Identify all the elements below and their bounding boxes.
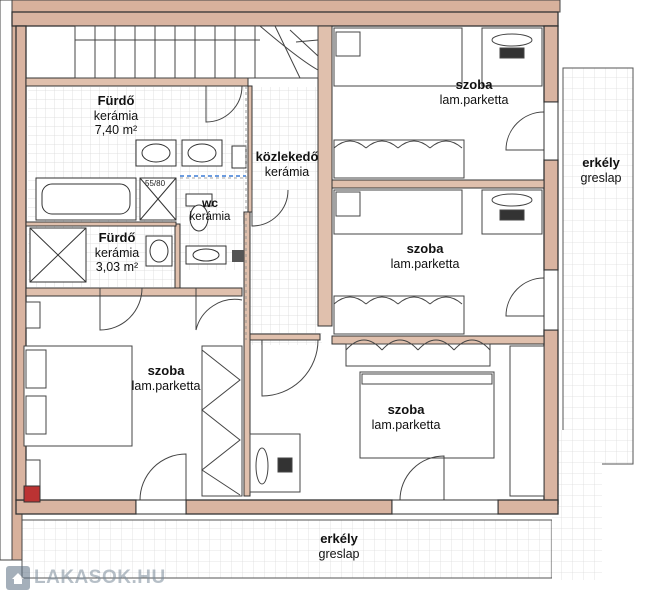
room-name: szoba — [406, 241, 444, 256]
room-label-bathroom1: Fürdő kerámia 7,40 m² — [93, 93, 139, 138]
room-label-balcony-east: erkély greslap — [580, 155, 622, 185]
room-surface: lam.parketta — [131, 378, 201, 393]
room-label-balcony-south: erkély greslap — [318, 531, 360, 561]
room-name: szoba — [387, 402, 425, 417]
sink-icon — [135, 139, 223, 167]
walls — [11, 11, 559, 515]
bed-icon — [333, 27, 465, 179]
wardrobe-icon — [201, 345, 243, 497]
bed-icon — [23, 301, 133, 487]
corridor-floor — [246, 87, 322, 345]
staircase — [74, 25, 319, 79]
room-name: Fürdő — [97, 93, 135, 108]
watermark-logo: LAKASOK.HU — [6, 566, 166, 590]
room-surface: kerámia — [93, 108, 139, 123]
room-surface: greslap — [580, 170, 622, 185]
room-surface: lam.parketta — [390, 256, 460, 271]
house-icon — [6, 566, 30, 590]
door-swings — [99, 85, 545, 501]
room-label-bedroom-e: szoba lam.parketta — [390, 241, 460, 271]
south-balcony-floor — [21, 519, 553, 579]
room-surface: lam.parketta — [371, 417, 441, 432]
bathtub-icon — [35, 177, 137, 221]
bed-icon — [333, 189, 465, 335]
room-name: szoba — [455, 77, 493, 92]
room-surface: kerámia — [264, 164, 310, 179]
east-balcony-floor — [562, 67, 634, 465]
room-label-corridor: közlekedő kerámia — [255, 149, 319, 179]
room-area: 3,03 m² — [95, 260, 139, 275]
room-surface: greslap — [318, 546, 360, 561]
room-name: wc — [201, 196, 218, 210]
toilet-icon — [185, 193, 227, 265]
desk-icon — [249, 433, 301, 493]
wardrobe-icon — [345, 339, 545, 497]
room-label-bathroom2: Fürdő kerámia 3,03 m² — [94, 230, 140, 275]
room-name: szoba — [147, 363, 185, 378]
room-label-bedroom-s: szoba lam.parketta — [371, 402, 441, 432]
watermark-text: LAKASOK.HU — [34, 567, 166, 588]
room-name: közlekedő — [255, 149, 319, 164]
room-surface: kerámia — [189, 210, 231, 223]
room-name: Fürdő — [98, 230, 136, 245]
room-label-bedroom-ne: szoba lam.parketta — [439, 77, 509, 107]
fixture-size-label: 55/80 — [145, 179, 166, 188]
bed-icon — [359, 371, 495, 459]
desk-icon — [481, 189, 543, 235]
room-label-wc: wc kerámia — [189, 196, 231, 224]
shower-tray-icon — [139, 177, 177, 221]
windows — [135, 101, 559, 515]
desk-icon — [481, 27, 543, 87]
room-surface: kerámia — [94, 245, 140, 260]
shower-icon — [29, 227, 87, 283]
room-name: erkély — [320, 531, 358, 546]
room-area: 7,40 m² — [94, 123, 138, 138]
room-surface: lam.parketta — [439, 92, 509, 107]
room-name: erkély — [582, 155, 620, 170]
room-label-bedroom-w: szoba lam.parketta — [131, 363, 201, 393]
